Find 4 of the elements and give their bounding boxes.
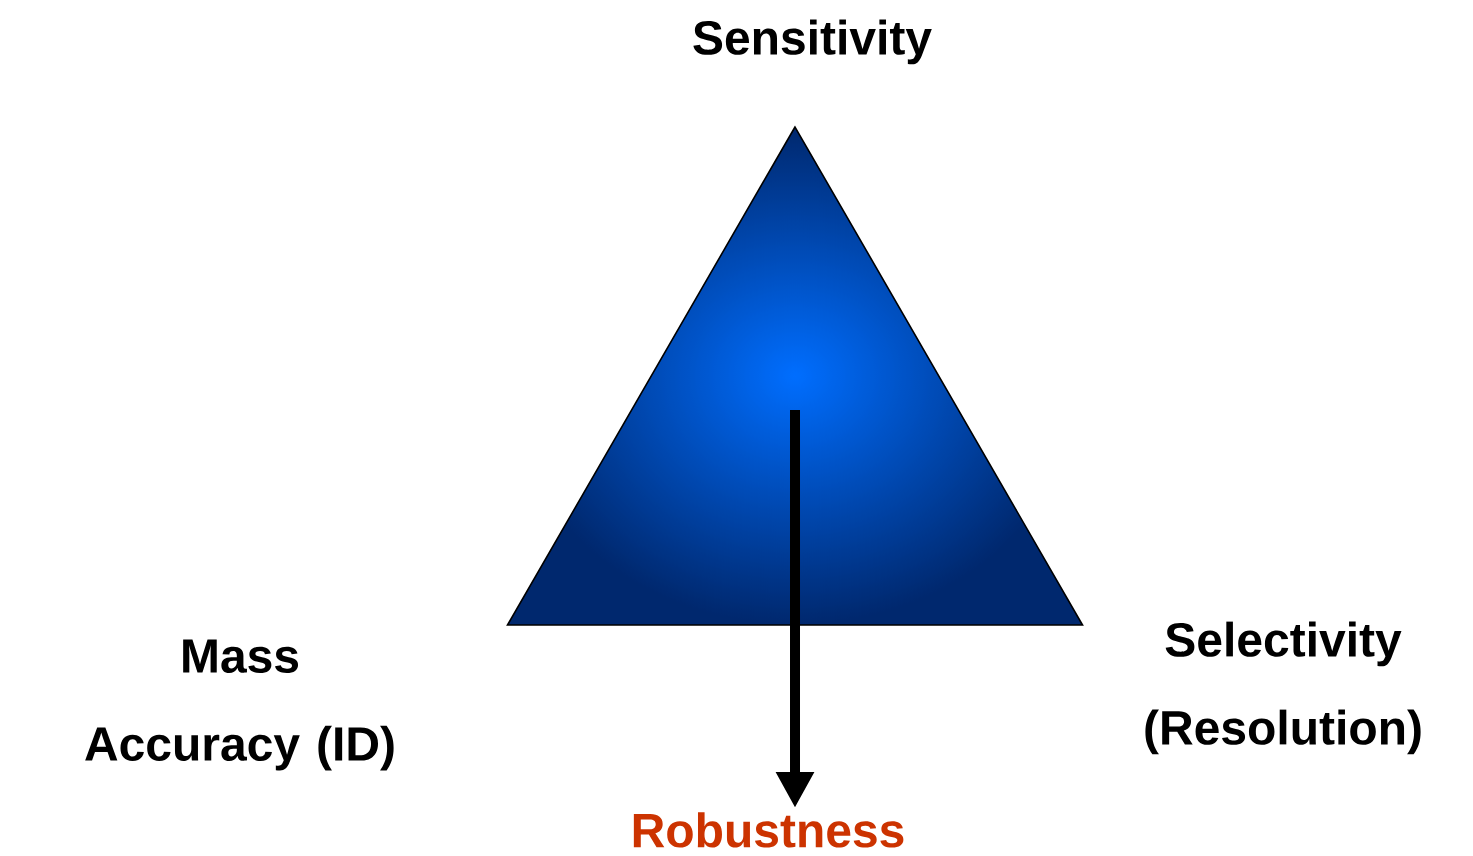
axis-label: Sensitivity: [693, 19, 932, 65]
axis-label: Mass Accuracy (ID): [85, 639, 394, 771]
axis-label: Selectivity (Resolution): [1145, 621, 1421, 755]
node-label: Robustness: [633, 812, 904, 848]
